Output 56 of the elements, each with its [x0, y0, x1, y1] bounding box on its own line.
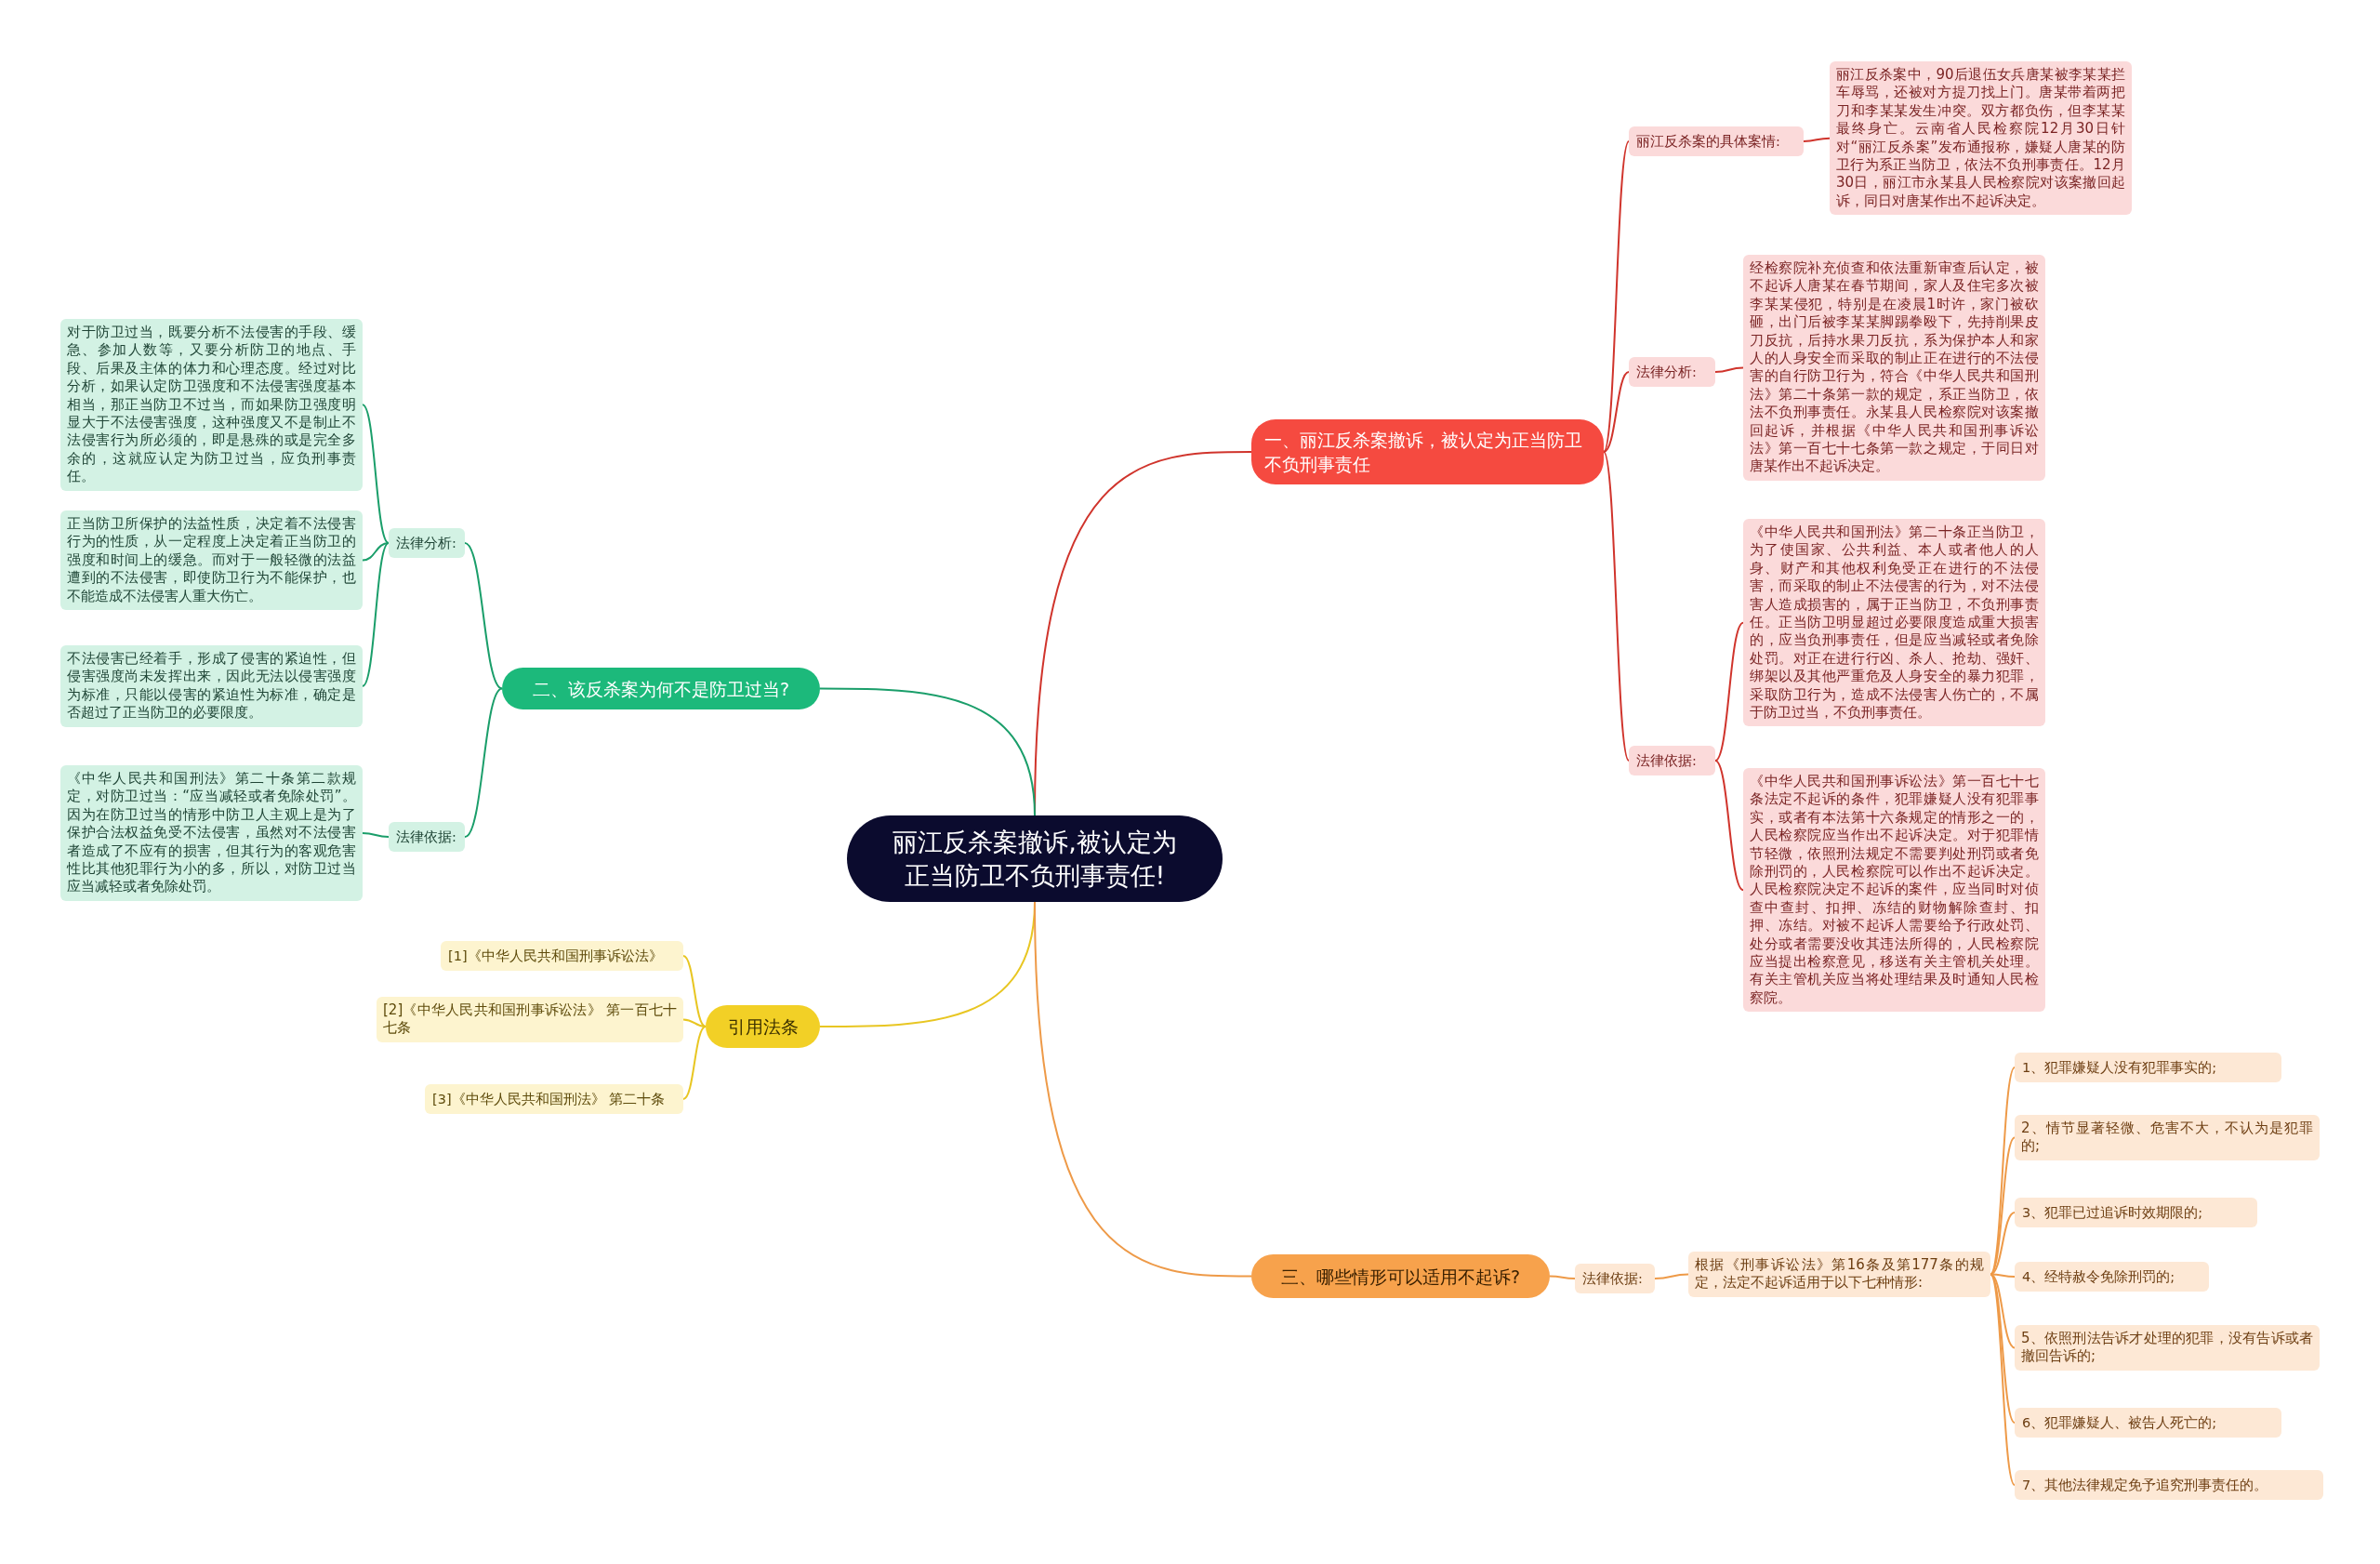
subtopic-label: 6、犯罪嫌疑人、被告人死亡的; — [2015, 1408, 2281, 1438]
connector-line — [1714, 760, 1744, 892]
subtopic-label: 7、其他法律规定免予追究刑事责任的。 — [2015, 1470, 2323, 1500]
text-box: [2]《中华人民共和国刑事诉讼法》 第一百七十七条 — [377, 997, 683, 1042]
connector-line — [1549, 1275, 1576, 1279]
text-box: 丽江反杀案中，90后退伍女兵唐某被李某某拦车辱骂，还被对方提刀找上门。唐某带着两把刀和李某某发生冲突。双方都负伤，但李某某最终身亡。云南省人民检察院12月30日针对“丽江反杀案”发布通报称，嫌疑人唐某的防卫行为系正当防卫，依法不负刑事责任。12月30日，丽江市永某县人民检察院对该案撤回起诉，同日对唐某作出不起诉决定。 — [1830, 61, 2132, 216]
text-box: 经检察院补充侦查和依法重新审查后认定，被不起诉人唐某在春节期间，家人及住宅多次被李某某侵犯，特别是在凌晨1时许，家门被砍砸，出门后被李某某脚踢拳殴下，先持削果皮刀反抗，后持水果刀反抗，系为保护本人和家人的人身安全而采取的制止正在进行的不法侵害的自行防卫行为，符合《中华人民共和国刑法》第二十条第一款的规定，系正当防卫，依法不负刑事责任。永某县人民检察院对该案撤回起诉，并根据《中华人民共和国刑事诉讼法》第一百七十七条第一款之规定，于同日对唐某作出不起诉决定。 — [1743, 255, 2045, 481]
subtopic-label: 法律依据: — [1575, 1264, 1655, 1293]
connector-line — [1714, 366, 1744, 373]
subtopic-label: 法律分析: — [1629, 357, 1715, 387]
connector-line — [464, 687, 503, 838]
subtopic-label: [3]《中华人民共和国刑法》 第二十条 — [425, 1084, 683, 1114]
topic-pill: 引用法条 — [706, 1005, 820, 1048]
connector-line — [1990, 1273, 2016, 1349]
topic-pill: 三、哪些情形可以适用不起诉? — [1251, 1254, 1550, 1298]
connector-line — [362, 404, 390, 544]
text-box: 《中华人民共和国刑法》第二十条正当防卫，为了使国家、公共利益、本人或者他人的人身、财产和其他权利免受正在进行的不法侵害，而采取的制止不法侵害的行为，对不法侵害人造成损害的，属于正当防卫，不负刑事责任。正当防卫明显超过必要限度造成重大损害的，应当负刑事责任，但是应当减轻或者免除处罚。对正在进行行凶、杀人、抢劫、强奸、绑架以及其他严重危及人身安全的暴力犯罪，采取防卫行为，造成不法侵害人伤亡的，不属于防卫过当，不负刑事责任。 — [1743, 519, 2045, 727]
connector-line — [1603, 371, 1630, 453]
connector-line — [1034, 901, 1252, 1278]
central-topic: 丽江反杀案撤诉,被认定为正当防卫不负刑事责任! — [847, 815, 1223, 902]
connector-line — [464, 542, 503, 690]
connector-line — [1803, 137, 1831, 142]
text-box: 《中华人民共和国刑法》第二十条第二款规定，对防卫过当：“应当减轻或者免除处罚”。因为在防卫过当的情形中防卫人主观上是为了保护合法权益免受不法侵害，虽然对不法侵害者造成了不应有的损害，但其行为的客观危害性比其他犯罪行为小的多，所以，对防卫过当应当减轻或者免除处罚。 — [60, 765, 363, 901]
text-box: 根据《刑事诉讼法》第16条及第177条的规定，法定不起诉适用于以下七种情形: — [1688, 1252, 1990, 1297]
connector-line — [1990, 1273, 2016, 1486]
connector-line — [362, 542, 390, 562]
subtopic-label: 4、经特赦令免除刑罚的; — [2015, 1262, 2209, 1292]
text-box: 2、情节显著轻微、危害不大，不认为是犯罪的; — [2015, 1115, 2320, 1160]
subtopic-label: 法律依据: — [389, 822, 465, 852]
connector-line — [1990, 1273, 2016, 1278]
text-box: 对于防卫过当，既要分析不法侵害的手段、缓急、参加人数等，又要分析防卫的地点、手段、后果及主体的体力和心理态度。经过对比分析，如果认定防卫强度和不法侵害强度基本相当，那正当防卫不过当，而如果防卫强度明显大于不法侵害强度，这种强度又不是制止不法侵害行为所必须的，即是悬殊的或是完全多余的，这就应认定为防卫过当，应负刑事责任。 — [60, 319, 363, 491]
connector-line — [682, 1026, 707, 1100]
connector-line — [362, 831, 390, 838]
text-box: 《中华人民共和国刑事诉讼法》第一百七十七条法定不起诉的条件，犯罪嫌疑人没有犯罪事实，或者有本法第十六条规定的情形之一的，人民检察院应当作出不起诉决定。对于犯罪情节轻微，依照刑法规定不需要判处刑罚或者免除刑罚的，人民检察院可以作出不起诉决定。人民检察院决定不起诉的案件，应当同时对侦查中查封、扣押、冻结的财物解除查封、扣押、冻结。对被不起诉人需要给予行政处罚、处分或者需要没收其违法所得的，人民检察院应当提出检察意见，移送有关主管机关处理。有关主管机关应当将处理结果及时通知人民检察院。 — [1743, 768, 2045, 1013]
subtopic-label: 法律分析: — [389, 528, 465, 558]
text-box: 不法侵害已经着手，形成了侵害的紧迫性，但侵害强度尚未发挥出来，因此无法以侵害强度为标准，只能以侵害的紧迫性为标准，确定是否超过了正当防卫的必要限度。 — [60, 645, 363, 727]
subtopic-label: 法律依据: — [1629, 746, 1715, 775]
subtopic-label: 3、犯罪已过追诉时效期限的; — [2015, 1198, 2257, 1227]
connector-line — [1990, 1136, 2016, 1276]
topic-pill: 二、该反杀案为何不是防卫过当? — [502, 668, 820, 709]
connector-line — [819, 687, 1036, 816]
connector-line — [682, 955, 707, 1027]
connector-line — [1603, 451, 1630, 762]
subtopic-label: [1]《中华人民共和国刑事诉讼法》 — [441, 941, 683, 971]
connector-line — [362, 542, 390, 687]
topic-pill: 一、丽江反杀案撤诉，被认定为正当防卫不负刑事责任 — [1251, 419, 1604, 484]
subtopic-label: 1、犯罪嫌疑人没有犯罪事实的; — [2015, 1053, 2281, 1082]
text-box: 正当防卫所保护的法益性质，决定着不法侵害行为的性质，从一定程度上决定着正当防卫的强度和时间上的缓急。而对于一般轻微的法益遭到的不法侵害，即使防卫行为不能保护，也不能造成不法侵害人重大伤亡。 — [60, 510, 363, 611]
connector-line — [1714, 621, 1744, 762]
connector-line — [1603, 140, 1630, 453]
connector-line — [1990, 1273, 2016, 1424]
connector-line — [682, 1018, 707, 1027]
text-box: 5、依照刑法告诉才处理的犯罪，没有告诉或者撤回告诉的; — [2015, 1325, 2320, 1371]
connector-line — [1654, 1273, 1689, 1279]
subtopic-label: 丽江反杀案的具体案情: — [1629, 126, 1804, 156]
connector-line — [1990, 1212, 2016, 1276]
